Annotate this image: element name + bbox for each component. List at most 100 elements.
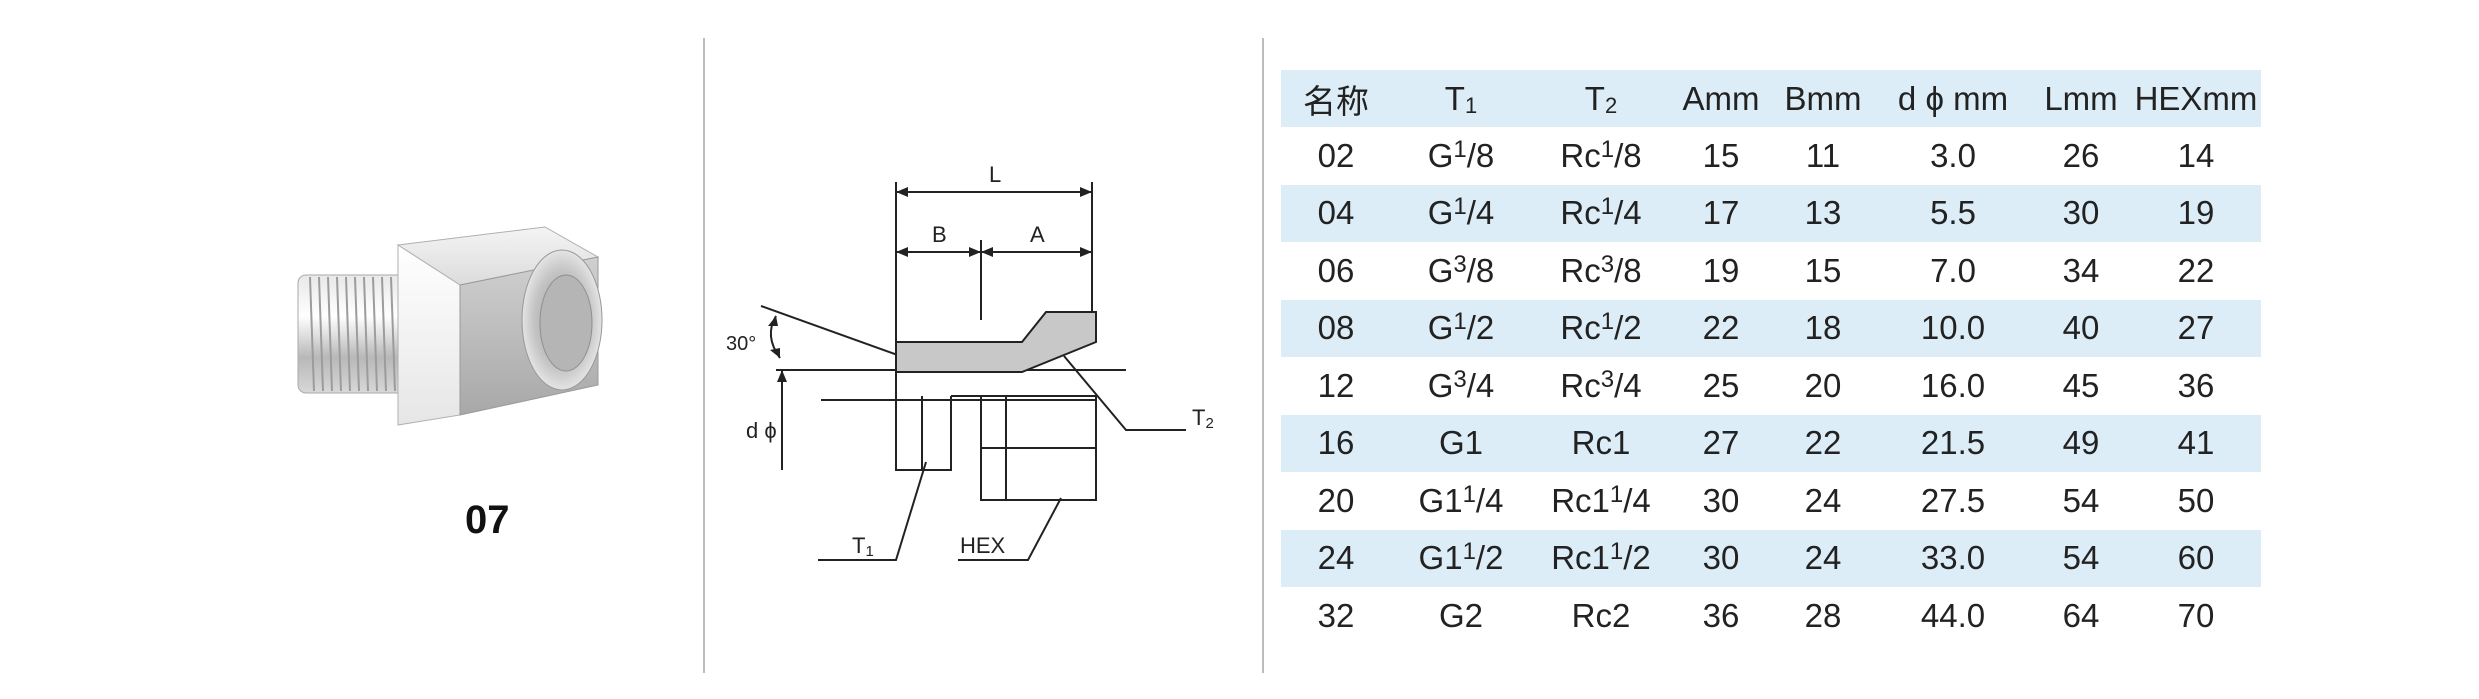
thread-ridge bbox=[336, 276, 342, 392]
cell-name: 20 bbox=[1317, 481, 1355, 519]
thread-base: G bbox=[1427, 136, 1454, 174]
cell-t1: G1/4 bbox=[1391, 185, 1531, 243]
cell-d: 5.5 bbox=[1930, 194, 1976, 232]
thread-sup: 1 bbox=[1600, 135, 1615, 163]
thread-base: Rc2 bbox=[1571, 596, 1631, 634]
column-header: T1 bbox=[1391, 70, 1531, 127]
t2-label-text: T bbox=[1192, 405, 1205, 430]
thread-sup: 3 bbox=[1453, 365, 1467, 393]
cell-l: 45 bbox=[2062, 366, 2100, 404]
cell-a: 30 bbox=[1702, 481, 1740, 519]
thread-base: G bbox=[1427, 194, 1454, 232]
thread-base: G1 bbox=[1438, 424, 1484, 462]
thread-ridge bbox=[372, 276, 378, 392]
cell-b: 18 bbox=[1804, 309, 1842, 347]
cell-a: 25 bbox=[1702, 366, 1740, 404]
cell-b: 24 bbox=[1804, 539, 1842, 577]
thread-sup: 1 bbox=[1453, 135, 1467, 163]
cell-t1: G3/8 bbox=[1391, 242, 1531, 300]
cell-t2: Rc1/8 bbox=[1531, 127, 1671, 185]
cell-d: 3.0 bbox=[1930, 136, 1976, 174]
cell-d: 10.0 bbox=[1920, 309, 1986, 347]
thread-ridge bbox=[354, 276, 360, 392]
cell-a: 36 bbox=[1702, 596, 1740, 634]
hex-label: HEX bbox=[960, 533, 1006, 558]
thread-ridge bbox=[309, 276, 315, 392]
cell-name: 24 bbox=[1317, 539, 1355, 577]
thread-frac: /4 bbox=[1614, 194, 1642, 232]
thread-sup: 1 bbox=[1609, 480, 1624, 508]
cell-b: 28 bbox=[1804, 596, 1842, 634]
cell-t1: G1/8 bbox=[1391, 127, 1531, 185]
cell-t1: G3/4 bbox=[1391, 357, 1531, 415]
cell-a: 27 bbox=[1702, 424, 1740, 462]
column-header-subscript: 1 bbox=[1464, 92, 1478, 118]
cell-hex: 27 bbox=[2177, 309, 2215, 347]
cell-d: 16.0 bbox=[1920, 366, 1986, 404]
cell-t2: Rc3/4 bbox=[1531, 357, 1671, 415]
dim-label-A: A bbox=[1030, 222, 1045, 247]
cell-hex: 36 bbox=[2177, 366, 2215, 404]
hex-thread-adapter-photo bbox=[297, 226, 603, 426]
cell-hex: 22 bbox=[2177, 251, 2215, 289]
thread-ridge bbox=[363, 276, 369, 392]
panel-divider bbox=[703, 38, 705, 673]
thread-ridge bbox=[390, 276, 396, 392]
column-header-text: Lmm bbox=[2044, 79, 2118, 117]
cell-t2: Rc11/4 bbox=[1531, 472, 1671, 530]
thread-frac: /4 bbox=[1466, 194, 1495, 232]
thread-sup: 1 bbox=[1462, 538, 1476, 566]
column-header: Bmm bbox=[1771, 70, 1875, 127]
cell-hex: 41 bbox=[2177, 424, 2215, 462]
cell-d: 44.0 bbox=[1920, 596, 1986, 634]
cell-hex: 14 bbox=[2177, 136, 2215, 174]
cell-hex: 50 bbox=[2177, 481, 2215, 519]
thread-frac: /4 bbox=[1614, 366, 1642, 404]
t1-label: T1 bbox=[852, 533, 874, 560]
thread-base: Rc bbox=[1560, 136, 1601, 174]
thread-ridge bbox=[381, 276, 387, 392]
column-header-text: Amm bbox=[1682, 79, 1760, 117]
column-header-text: T bbox=[1584, 79, 1605, 117]
cell-t2: Rc2 bbox=[1531, 587, 1671, 645]
cell-a: 22 bbox=[1702, 309, 1740, 347]
column-header: d ϕ mm bbox=[1875, 70, 2031, 127]
cell-d: 7.0 bbox=[1930, 251, 1976, 289]
thread-sup: 1 bbox=[1609, 538, 1624, 566]
cell-t1: G11/4 bbox=[1391, 472, 1531, 530]
t1-label-sub: 1 bbox=[865, 543, 873, 560]
thread-sup: 1 bbox=[1600, 308, 1615, 336]
cell-t2: Rc1/2 bbox=[1531, 300, 1671, 358]
t2-label-sub: 2 bbox=[1205, 415, 1213, 432]
cell-t2: Rc1 bbox=[1531, 415, 1671, 473]
product-photo-panel: 07 bbox=[0, 0, 700, 699]
cell-name: 16 bbox=[1317, 424, 1355, 462]
thread-frac: /2 bbox=[1614, 309, 1642, 347]
model-code: 07 bbox=[465, 498, 510, 542]
cell-a: 15 bbox=[1702, 136, 1740, 174]
cell-t2: Rc3/8 bbox=[1531, 242, 1671, 300]
thread-frac: /4 bbox=[1623, 481, 1651, 519]
cell-l: 30 bbox=[2062, 194, 2100, 232]
thread-base: G bbox=[1427, 251, 1454, 289]
thread-frac: /2 bbox=[1623, 539, 1651, 577]
cell-b: 24 bbox=[1804, 481, 1842, 519]
thread-ridge bbox=[327, 276, 333, 392]
thread-sup: 3 bbox=[1600, 365, 1615, 393]
thread-base: G bbox=[1427, 366, 1454, 404]
cell-t2: Rc11/2 bbox=[1531, 530, 1671, 588]
cell-name: 04 bbox=[1317, 194, 1355, 232]
cell-d: 21.5 bbox=[1920, 424, 1986, 462]
cell-name: 32 bbox=[1317, 596, 1355, 634]
thread-base: Rc bbox=[1560, 251, 1601, 289]
cell-t1: G1 bbox=[1391, 415, 1531, 473]
